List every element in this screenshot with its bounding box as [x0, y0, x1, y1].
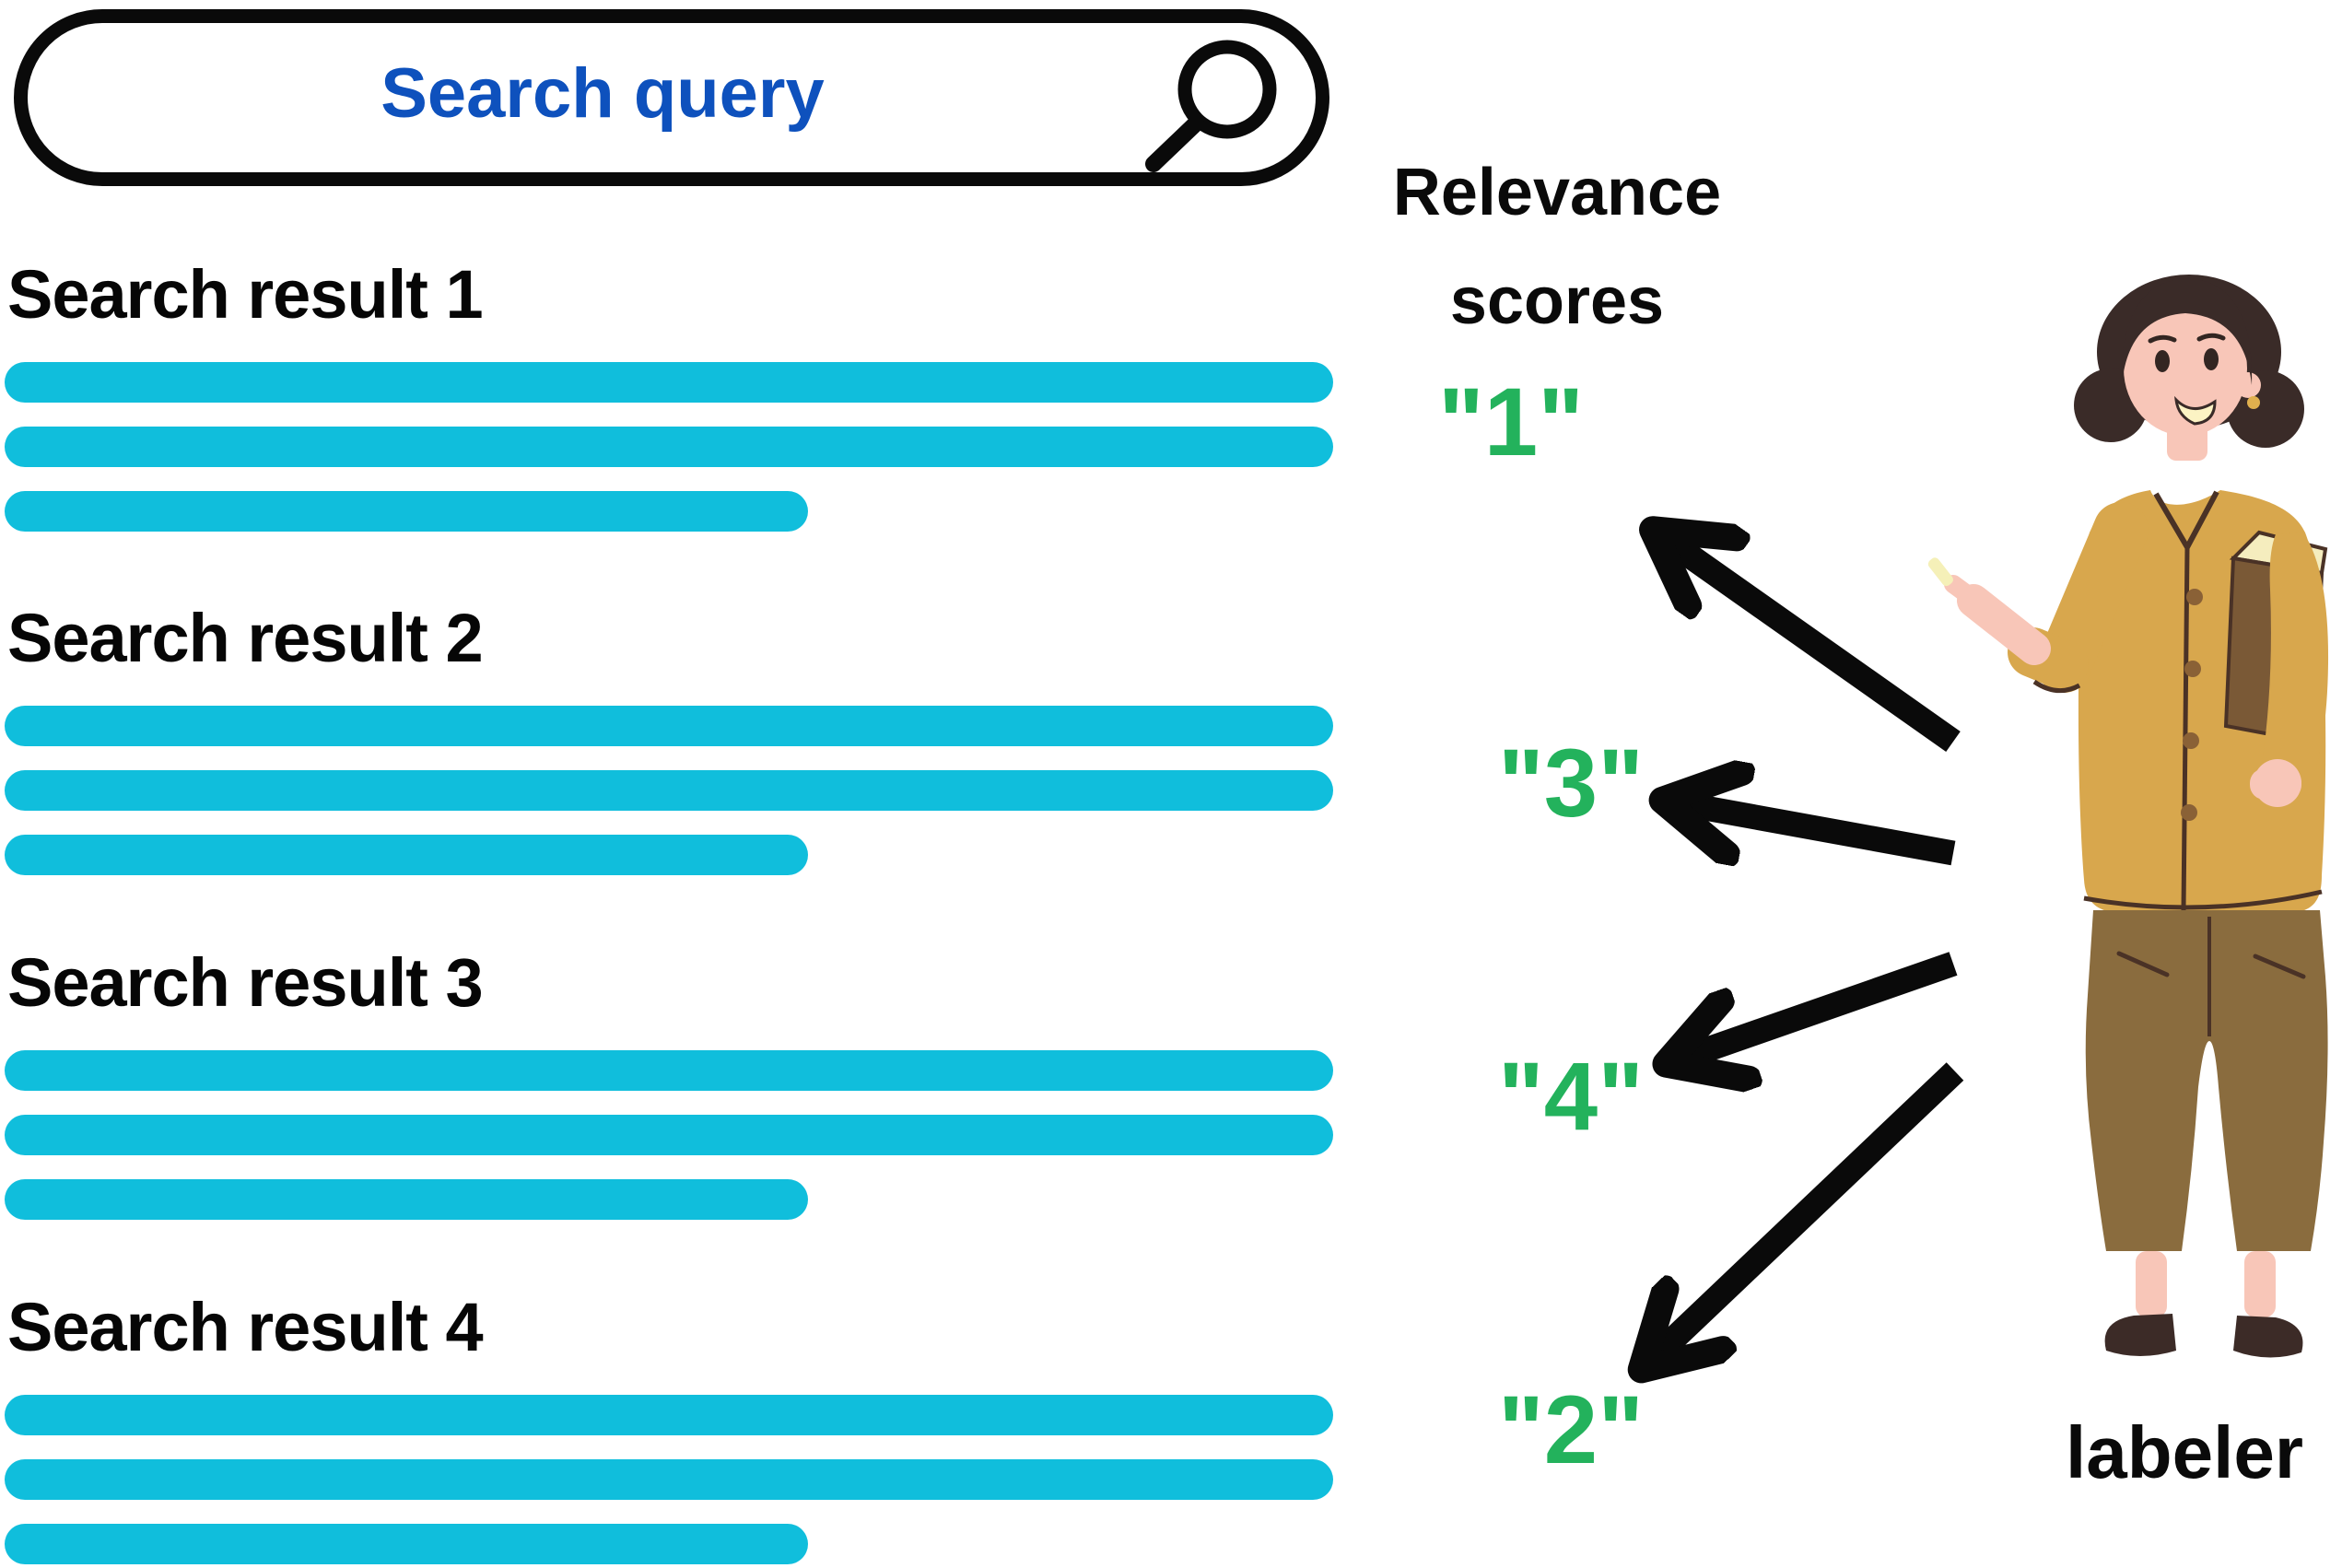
- score-label-result-3: "4": [1498, 1043, 1644, 1151]
- search-box[interactable]: Search query: [14, 9, 1329, 186]
- result-2-text-line-placeholder: [5, 835, 808, 875]
- result-4-text-line-placeholder: [5, 1524, 808, 1564]
- relevance-scores-heading-line1: Relevance: [1392, 156, 1722, 229]
- search-result-3-title: Search result 3: [7, 944, 484, 1021]
- search-icon[interactable]: [1133, 17, 1299, 187]
- relevance-scores-heading: Relevance scores: [1327, 138, 1787, 356]
- result-2-text-line-placeholder: [5, 770, 1333, 811]
- result-4-text-line-placeholder: [5, 1395, 1333, 1435]
- search-result-3: Search result 3: [5, 949, 1333, 1225]
- score-label-result-4: "2": [1498, 1376, 1644, 1484]
- search-result-2-title: Search result 2: [7, 600, 484, 676]
- score-label-result-2: "3": [1498, 730, 1644, 837]
- search-result-2: Search result 2: [5, 604, 1333, 881]
- result-2-text-line-placeholder: [5, 706, 1333, 746]
- result-1-text-line-placeholder: [5, 491, 808, 532]
- result-3-text-line-placeholder: [5, 1115, 1333, 1155]
- search-result-4: Search result 4: [5, 1293, 1333, 1568]
- search-result-1: Search result 1: [5, 261, 1333, 537]
- labeler-illustration: [1927, 275, 2329, 1358]
- search-result-1-title: Search result 1: [7, 256, 484, 333]
- result-3-text-line-placeholder: [5, 1179, 808, 1220]
- search-result-4-title: Search result 4: [7, 1289, 484, 1365]
- result-4-text-line-placeholder: [5, 1459, 1333, 1500]
- relevance-scores-heading-line2: scores: [1449, 264, 1665, 338]
- score-label-result-1: "1": [1438, 369, 1584, 476]
- labeler-caption: labeler: [2066, 1411, 2303, 1493]
- result-1-text-line-placeholder: [5, 427, 1333, 467]
- result-1-text-line-placeholder: [5, 362, 1333, 403]
- result-3-text-line-placeholder: [5, 1050, 1333, 1091]
- search-query-text[interactable]: Search query: [381, 54, 825, 134]
